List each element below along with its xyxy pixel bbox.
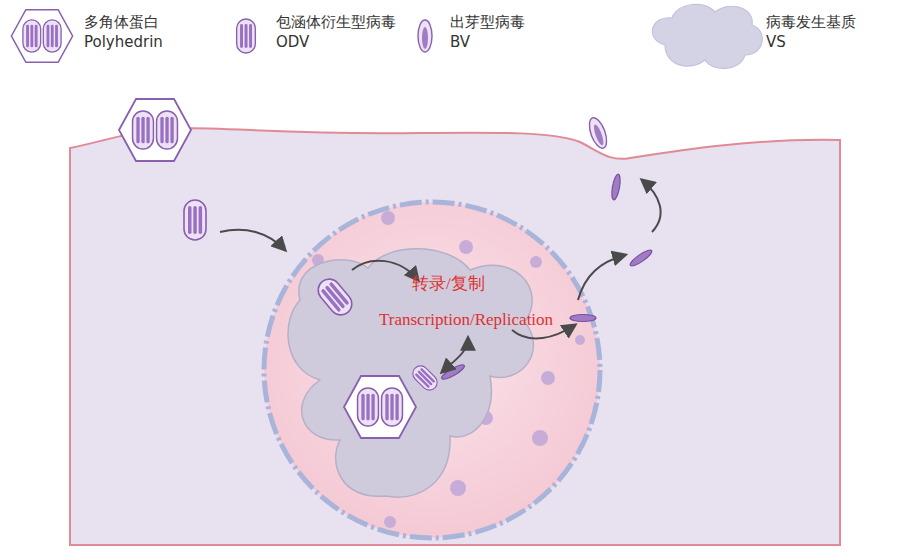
legend-text: 包涵体衍生型病毒 ODV — [276, 13, 396, 52]
process-label: 转录/复制 — [412, 274, 485, 294]
legend-text: 出芽型病毒 BV — [450, 13, 525, 52]
legend-text: 病毒发生基质 VS — [766, 13, 856, 52]
process-label: Transcription/Replication — [379, 310, 553, 330]
legend-text: 多角体蛋白 Polyhedrin — [84, 13, 163, 52]
